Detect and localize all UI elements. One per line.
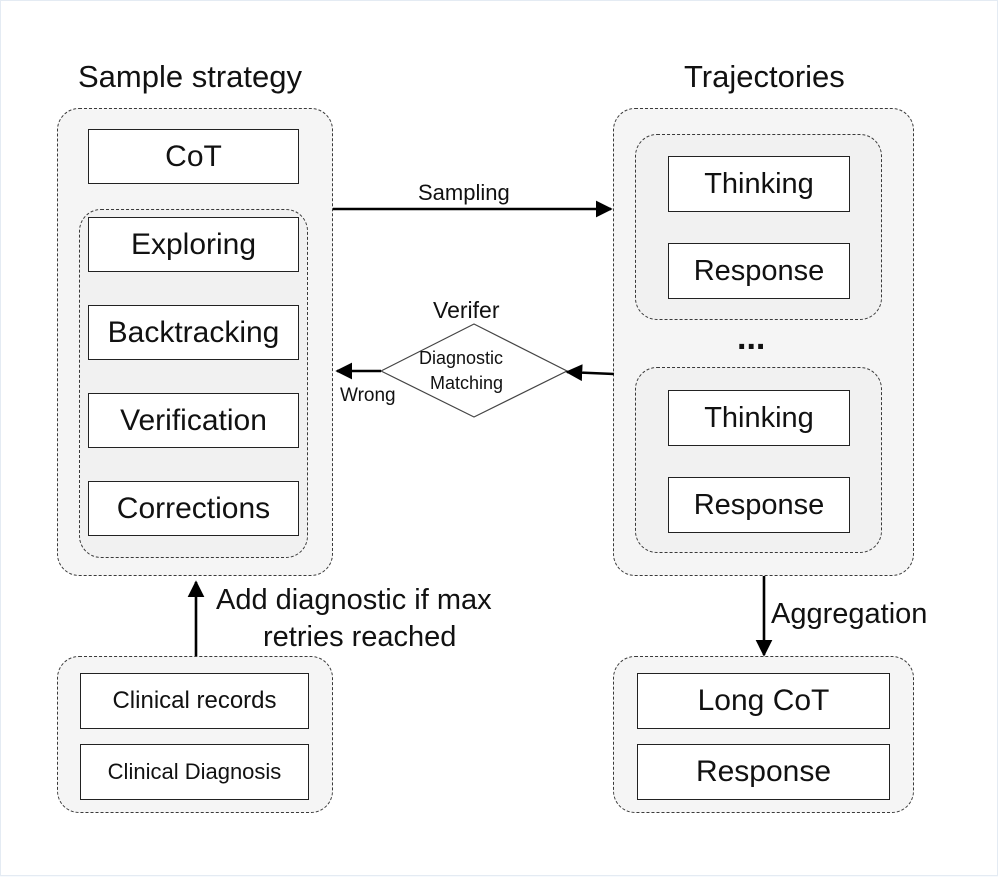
output-response-box: Response: [637, 744, 890, 800]
aggregation-label: Aggregation: [771, 598, 928, 630]
clinical-diagnosis-box: Clinical Diagnosis: [80, 744, 309, 800]
wrong-label: Wrong: [340, 385, 396, 406]
verifier-diamond: [379, 323, 569, 418]
long-cot-box: Long CoT: [637, 673, 890, 729]
trajectory-2-response-box: Response: [668, 477, 850, 533]
trajectories-heading: Trajectories: [684, 59, 845, 94]
cot-box: CoT: [88, 129, 299, 184]
clinical-records-box: Clinical records: [80, 673, 309, 729]
diagnostic-label: Diagnostic: [419, 348, 504, 368]
trajectories-to-verifier-arrow: [565, 364, 615, 382]
sampling-label: Sampling: [418, 180, 510, 205]
backtracking-box: Backtracking: [88, 305, 299, 360]
feedback-label-line2: retries reached: [263, 621, 457, 653]
sample-strategy-heading: Sample strategy: [78, 59, 302, 94]
corrections-box: Corrections: [88, 481, 299, 536]
verification-box: Verification: [88, 393, 299, 448]
matching-label: Matching: [430, 373, 504, 393]
exploring-box: Exploring: [88, 217, 299, 272]
trajectory-2-thinking-box: Thinking: [668, 390, 850, 446]
trajectory-1-thinking-box: Thinking: [668, 156, 850, 212]
feedback-label-line1: Add diagnostic if max: [216, 584, 492, 616]
verifier-title: Verifer: [433, 297, 500, 323]
more-trajectories-ellipsis: ...: [737, 319, 766, 357]
trajectory-1-response-box: Response: [668, 243, 850, 299]
